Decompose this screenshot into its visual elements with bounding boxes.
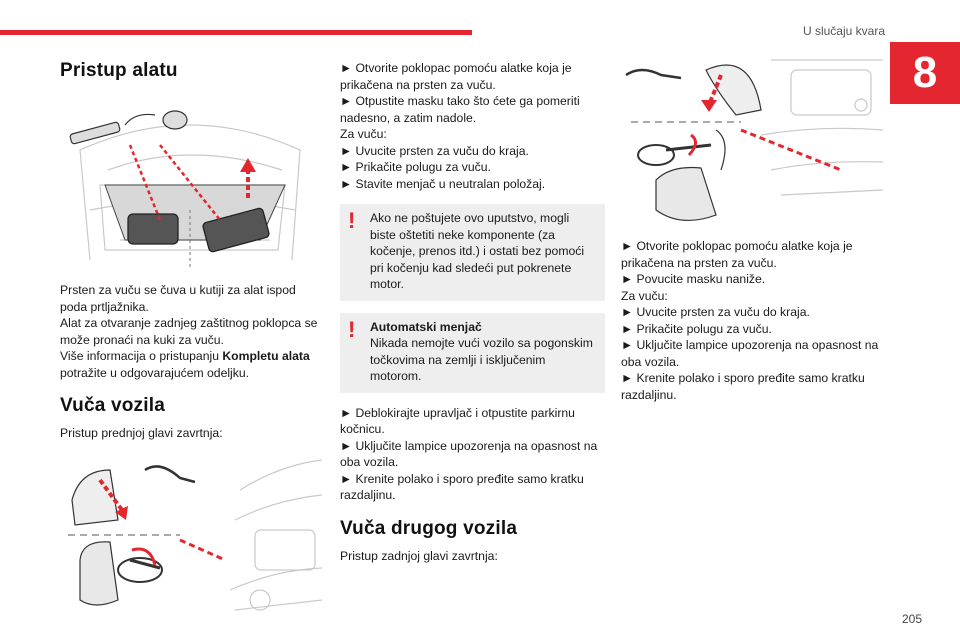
warning-icon: !: [348, 316, 356, 342]
instruction-line: ► Prikačite polugu za vuču.: [340, 160, 491, 174]
text-more-info: Više informacija o pristupanju Kompletu …: [60, 349, 310, 380]
warning-icon: !: [348, 208, 356, 233]
heading-tool-access: Pristup alatu: [60, 60, 178, 81]
instruction-line: ► Prikačite polugu za vuču.: [621, 321, 772, 336]
instruction-line: ► Krenite polako i sporo pređite samo kr…: [340, 471, 584, 503]
instruction-line: ► Povucite masku naniže.: [621, 272, 766, 286]
header-accent-bar: [0, 30, 472, 35]
column-middle: ► Otvorite poklopac pomoću alatke koja j…: [340, 60, 605, 564]
column-right: ► Otvorite poklopac pomoću alatke koja j…: [621, 50, 883, 403]
warning-box-automatic: ! Automatski menjač Nikada nemojte vući …: [340, 312, 605, 393]
trunk-toolkit-illustration: [69, 110, 301, 268]
text-front-access: Pristup prednjoj glavi zavrtnja:: [60, 426, 223, 440]
section-title: U slučaju kvara: [802, 24, 885, 38]
heading-towing-vehicle: Vuča vozila: [60, 395, 165, 416]
instruction-line: Za vuču:: [621, 288, 668, 303]
page-number: 205: [901, 612, 922, 626]
instruction-line: ► Uključite lampice upozorenja na opasno…: [621, 338, 879, 369]
instruction-line: ► Otvorite poklopac pomoću alatke koja j…: [340, 61, 572, 92]
column-left: Pristup alatu Prsten za vuču se čuva u k…: [60, 60, 322, 625]
instruction-line: ► Uvucite prsten za vuču do kraja.: [621, 305, 810, 319]
instruction-line: ► Deblokirajte upravljač i otpustite par…: [340, 405, 575, 437]
rear-tow-eye-illustration: [625, 59, 883, 222]
heading-towing-other: Vuča drugog vozila: [340, 517, 518, 539]
instruction-line: ► Otpustite masku tako što ćete ga pomer…: [340, 94, 580, 125]
front-tow-eye-illustration: [68, 458, 322, 611]
instruction-line: ► Stavite menjač u neutralan položaj.: [340, 176, 546, 191]
link-toolkit: Kompletu alata: [222, 349, 310, 363]
instruction-line: ► Uvucite prsten za vuču do kraja.: [340, 143, 529, 158]
text-rear-access: Pristup zadnjoj glavi zavrtnja:: [340, 548, 498, 563]
instruction-line: Za vuču:: [340, 127, 387, 141]
text-tool-location: Alat za otvaranje zadnjeg zaštitnog pokl…: [60, 316, 318, 347]
instruction-line: ► Otvorite poklopac pomoću alatke koja j…: [621, 239, 853, 270]
chapter-number-badge: 8: [890, 42, 960, 104]
instruction-line: ► Krenite polako i sporo pređite samo kr…: [621, 371, 865, 402]
warning-box-damage: ! Ako ne poštujete ovo uputstvo, mogli b…: [340, 204, 605, 301]
text-ring-location: Prsten za vuču se čuva u kutiji za alat …: [60, 283, 296, 314]
instruction-line: ► Uključite lampice upozorenja na opasno…: [340, 438, 598, 470]
